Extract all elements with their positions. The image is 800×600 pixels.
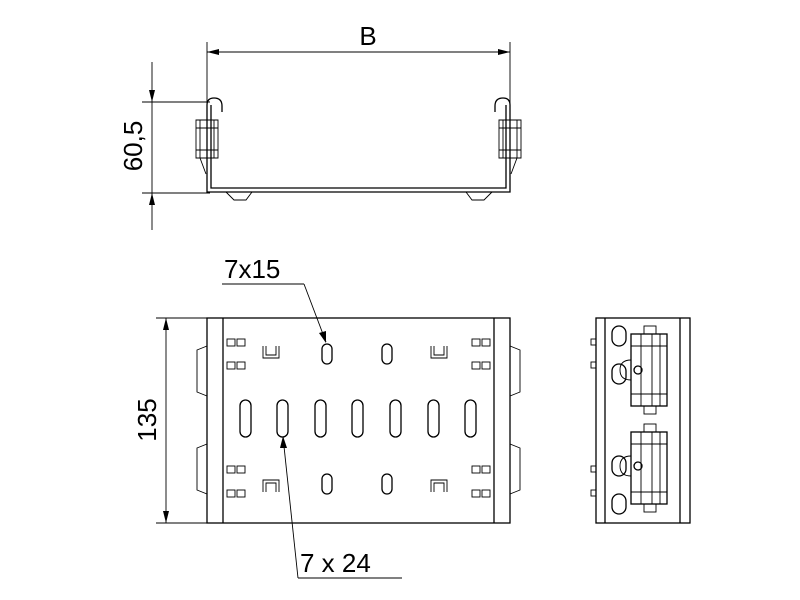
arrow-down-icon — [163, 511, 169, 523]
tab-top-right — [430, 346, 448, 359]
arrow-leader-icon — [280, 436, 287, 448]
connector-top — [619, 325, 668, 415]
front-section-view: B 60,5 — [118, 21, 522, 230]
arrow-up-icon — [149, 193, 155, 205]
mount-holes-right — [471, 338, 491, 498]
width-label: B — [359, 21, 376, 51]
small-slots — [321, 343, 393, 495]
height-label: 60,5 — [118, 121, 148, 172]
arrow-right-icon — [498, 49, 510, 55]
slot-large-label: 7 x 24 — [300, 548, 371, 578]
length-label: 135 — [132, 398, 162, 441]
slot-small-label: 7x15 — [224, 254, 280, 284]
arrow-down-icon — [149, 90, 155, 102]
plan-view: 135 7x15 7 x 24 — [132, 254, 521, 579]
tab-top-left — [262, 346, 280, 359]
tab-bottom-right — [430, 479, 448, 492]
arrow-up-icon — [163, 318, 169, 330]
slot-large-leader — [282, 436, 299, 579]
connector-bottom — [619, 423, 668, 513]
large-slots — [239, 399, 477, 438]
arrow-left-icon — [207, 49, 219, 55]
side-view — [590, 317, 691, 524]
mount-holes-left — [226, 338, 246, 498]
arrow-leader-icon — [319, 331, 326, 343]
tab-bottom-left — [262, 479, 280, 492]
